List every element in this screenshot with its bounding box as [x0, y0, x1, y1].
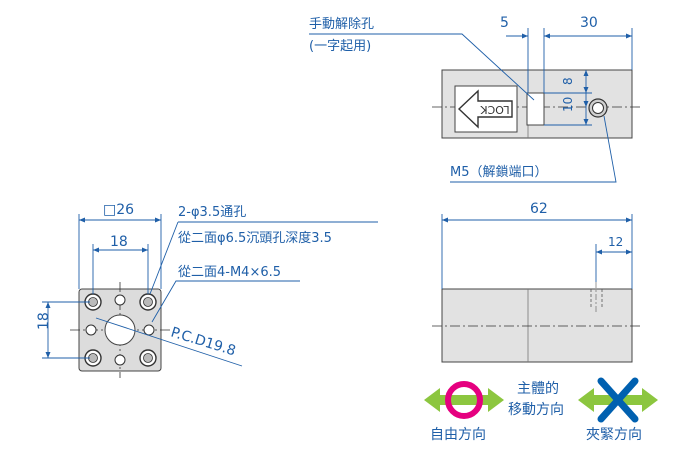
- pcd-hole: [114, 294, 126, 306]
- arrowhead: [45, 302, 51, 308]
- arrowhead: [583, 119, 589, 125]
- manual-release-leader: [309, 33, 535, 101]
- corner-hole-inner: [143, 353, 153, 363]
- dim-18-left: 18: [36, 312, 52, 330]
- side-view-body: [441, 288, 633, 363]
- m5-leader: [450, 115, 617, 183]
- center-bore: [104, 314, 136, 346]
- manual-release-sub: (一字起用): [309, 39, 371, 54]
- arrowhead: [626, 217, 632, 223]
- m5-port-inner: [592, 102, 604, 114]
- arrowhead: [155, 217, 161, 223]
- free-direction-label: 自由方向: [430, 427, 486, 443]
- dim-12: 12: [608, 235, 623, 249]
- arrowhead: [79, 217, 85, 223]
- arrowhead: [45, 352, 51, 358]
- pcd-hole: [85, 324, 97, 336]
- lock-text: LOCK: [480, 103, 510, 116]
- side-view: 62 12: [432, 201, 640, 363]
- arrowhead: [583, 70, 589, 76]
- note-counterbore: 從二面φ6.5沉頭孔深度3.5: [178, 230, 332, 246]
- pcd-hole: [143, 324, 155, 336]
- main-body-label-1: 主體的: [517, 381, 559, 397]
- dim-8: 8: [561, 77, 575, 85]
- note-tap-leader: [151, 280, 300, 323]
- free-direction-arrow: [424, 388, 504, 412]
- arrowhead: [142, 247, 148, 253]
- corner-holes: [84, 293, 157, 367]
- dim-square-26: □26: [103, 202, 134, 218]
- arrowhead: [626, 33, 632, 39]
- end-view: □26 18 18 2-φ3.5通孔 從二面φ6.5沉頭孔深度3.5 從二面4-…: [36, 202, 378, 378]
- m5-label: M5（解鎖端口）: [450, 164, 548, 180]
- lock-arrow-icon: [457, 89, 513, 129]
- dim-62: 62: [530, 201, 548, 217]
- top-view: LOCK 5 30 8 10 手動解除孔 (一字起用) M5（解鎖端口）: [309, 15, 640, 183]
- note-tap: 從二面4-M4×6.5: [178, 265, 281, 280]
- arrowhead: [544, 33, 550, 39]
- dim-10: 10: [561, 97, 575, 112]
- dim-18-top: 18: [110, 234, 128, 250]
- manual-release-label: 手動解除孔: [309, 17, 374, 32]
- dim-30: 30: [580, 15, 598, 31]
- arrowhead: [93, 247, 99, 253]
- pcd-leader: [95, 317, 243, 367]
- arrowhead: [626, 249, 632, 255]
- free-circle-icon: [445, 381, 483, 419]
- manual-release-slot: [526, 92, 545, 126]
- corner-hole-inner: [143, 297, 153, 307]
- clamp-direction-label: 夾緊方向: [586, 427, 642, 443]
- note-through-hole: 2-φ3.5通孔: [178, 205, 246, 220]
- direction-legend: 自由方向 主體的 移動方向 夾緊方向: [424, 377, 658, 443]
- arrowhead: [522, 33, 528, 39]
- clamp-x-icon-b: [597, 377, 639, 423]
- arrowhead: [583, 101, 589, 107]
- arrowhead: [596, 249, 602, 255]
- arrowhead: [442, 217, 448, 223]
- note-hole-leader: [149, 221, 179, 295]
- pcd-holes: [85, 294, 155, 366]
- pcd-label: P.C.D19.8: [169, 325, 238, 360]
- dim-5: 5: [500, 15, 509, 31]
- main-body-label-2: 移動方向: [508, 402, 564, 418]
- arrowhead: [583, 87, 589, 93]
- pcd-hole: [114, 354, 126, 366]
